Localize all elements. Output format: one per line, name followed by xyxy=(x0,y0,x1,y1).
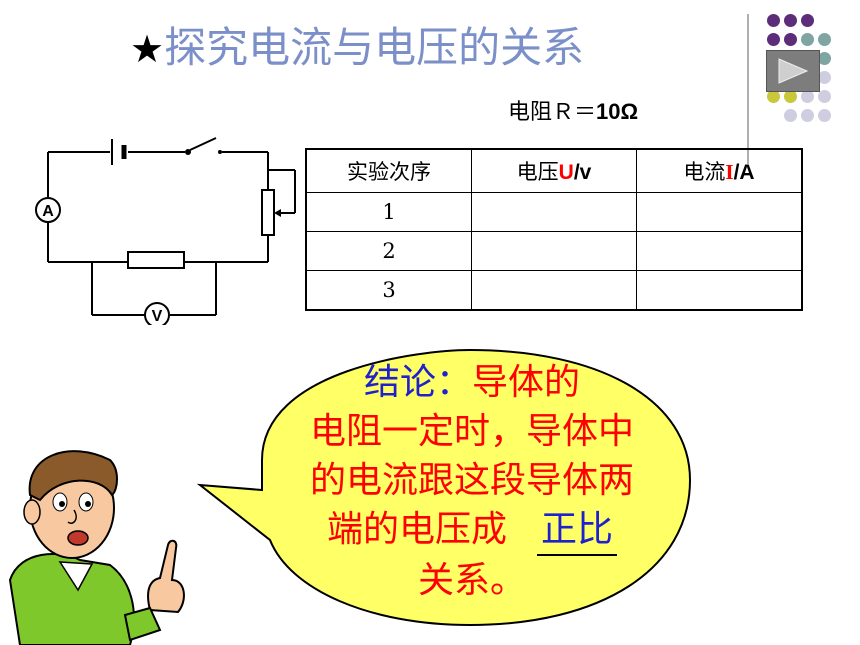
header-current: 电流I/A xyxy=(636,148,803,193)
voltage-cell[interactable] xyxy=(471,231,637,271)
row-index: 3 xyxy=(305,270,472,311)
decorative-dot xyxy=(818,109,831,122)
header-order: 实验次序 xyxy=(305,148,472,193)
current-cell[interactable] xyxy=(636,231,803,271)
voltmeter-label: V xyxy=(152,308,163,325)
rheostat-symbol xyxy=(261,189,275,236)
decorative-dot xyxy=(784,109,797,122)
circuit-diagram: A V xyxy=(35,137,296,325)
decorative-dot xyxy=(767,33,780,46)
voltmeter-symbol xyxy=(144,302,170,325)
current-cell[interactable] xyxy=(636,192,803,232)
conclusion-label: 结论： xyxy=(363,362,472,403)
decorative-divider xyxy=(747,14,749,164)
decorative-dot xyxy=(784,14,797,27)
decorative-dot xyxy=(784,90,797,103)
header-voltage: 电压U/v xyxy=(471,148,637,193)
table-header-row: 实验次序 电压U/v 电流I/A xyxy=(305,148,803,193)
slide-title: ★探究电流与电压的关系 xyxy=(130,18,730,78)
table-row: 1 xyxy=(305,192,803,232)
current-cell[interactable] xyxy=(636,270,803,311)
row-index: 2 xyxy=(305,231,472,271)
table-row: 2 xyxy=(305,231,803,271)
star-icon: ★ xyxy=(130,27,165,71)
ammeter-symbol xyxy=(35,197,61,223)
ammeter-label: A xyxy=(42,203,54,220)
decorative-dot xyxy=(818,71,831,84)
battery-symbol xyxy=(111,139,127,165)
decorative-dot xyxy=(801,14,814,27)
decorative-dot xyxy=(801,109,814,122)
experiment-table: 实验次序 电压U/v 电流I/A 1 2 3 xyxy=(305,148,803,311)
decorative-dot xyxy=(818,90,831,103)
resistance-value: 10Ω xyxy=(596,99,639,124)
voltage-cell[interactable] xyxy=(471,192,637,232)
speech-bubble xyxy=(196,348,692,627)
voltage-cell[interactable] xyxy=(471,270,637,311)
pointing-boy-illustration xyxy=(8,450,185,645)
table-row: 3 xyxy=(305,270,803,311)
answer-blank[interactable]: 正比 xyxy=(537,505,618,556)
decorative-dot xyxy=(801,33,814,46)
decorative-dot xyxy=(767,14,780,27)
row-index: 1 xyxy=(305,192,472,232)
decorative-dot xyxy=(818,52,831,65)
conclusion-text: 结论：导体的 电阻一定时，导体中 的电流跟这段导体两 端的电压成正比 关系。 xyxy=(309,362,634,601)
play-icon xyxy=(778,58,809,84)
resistor-symbol xyxy=(127,251,185,269)
decorative-dot xyxy=(818,33,831,46)
play-button[interactable] xyxy=(766,50,820,92)
title-text: 探究电流与电压的关系 xyxy=(164,23,585,72)
decorative-dot xyxy=(801,90,814,103)
decorative-dot xyxy=(784,33,797,46)
resistance-label: 电阻Ｒ＝10Ω xyxy=(508,99,639,125)
switch-symbol xyxy=(185,137,222,155)
decorative-dot xyxy=(767,90,780,103)
